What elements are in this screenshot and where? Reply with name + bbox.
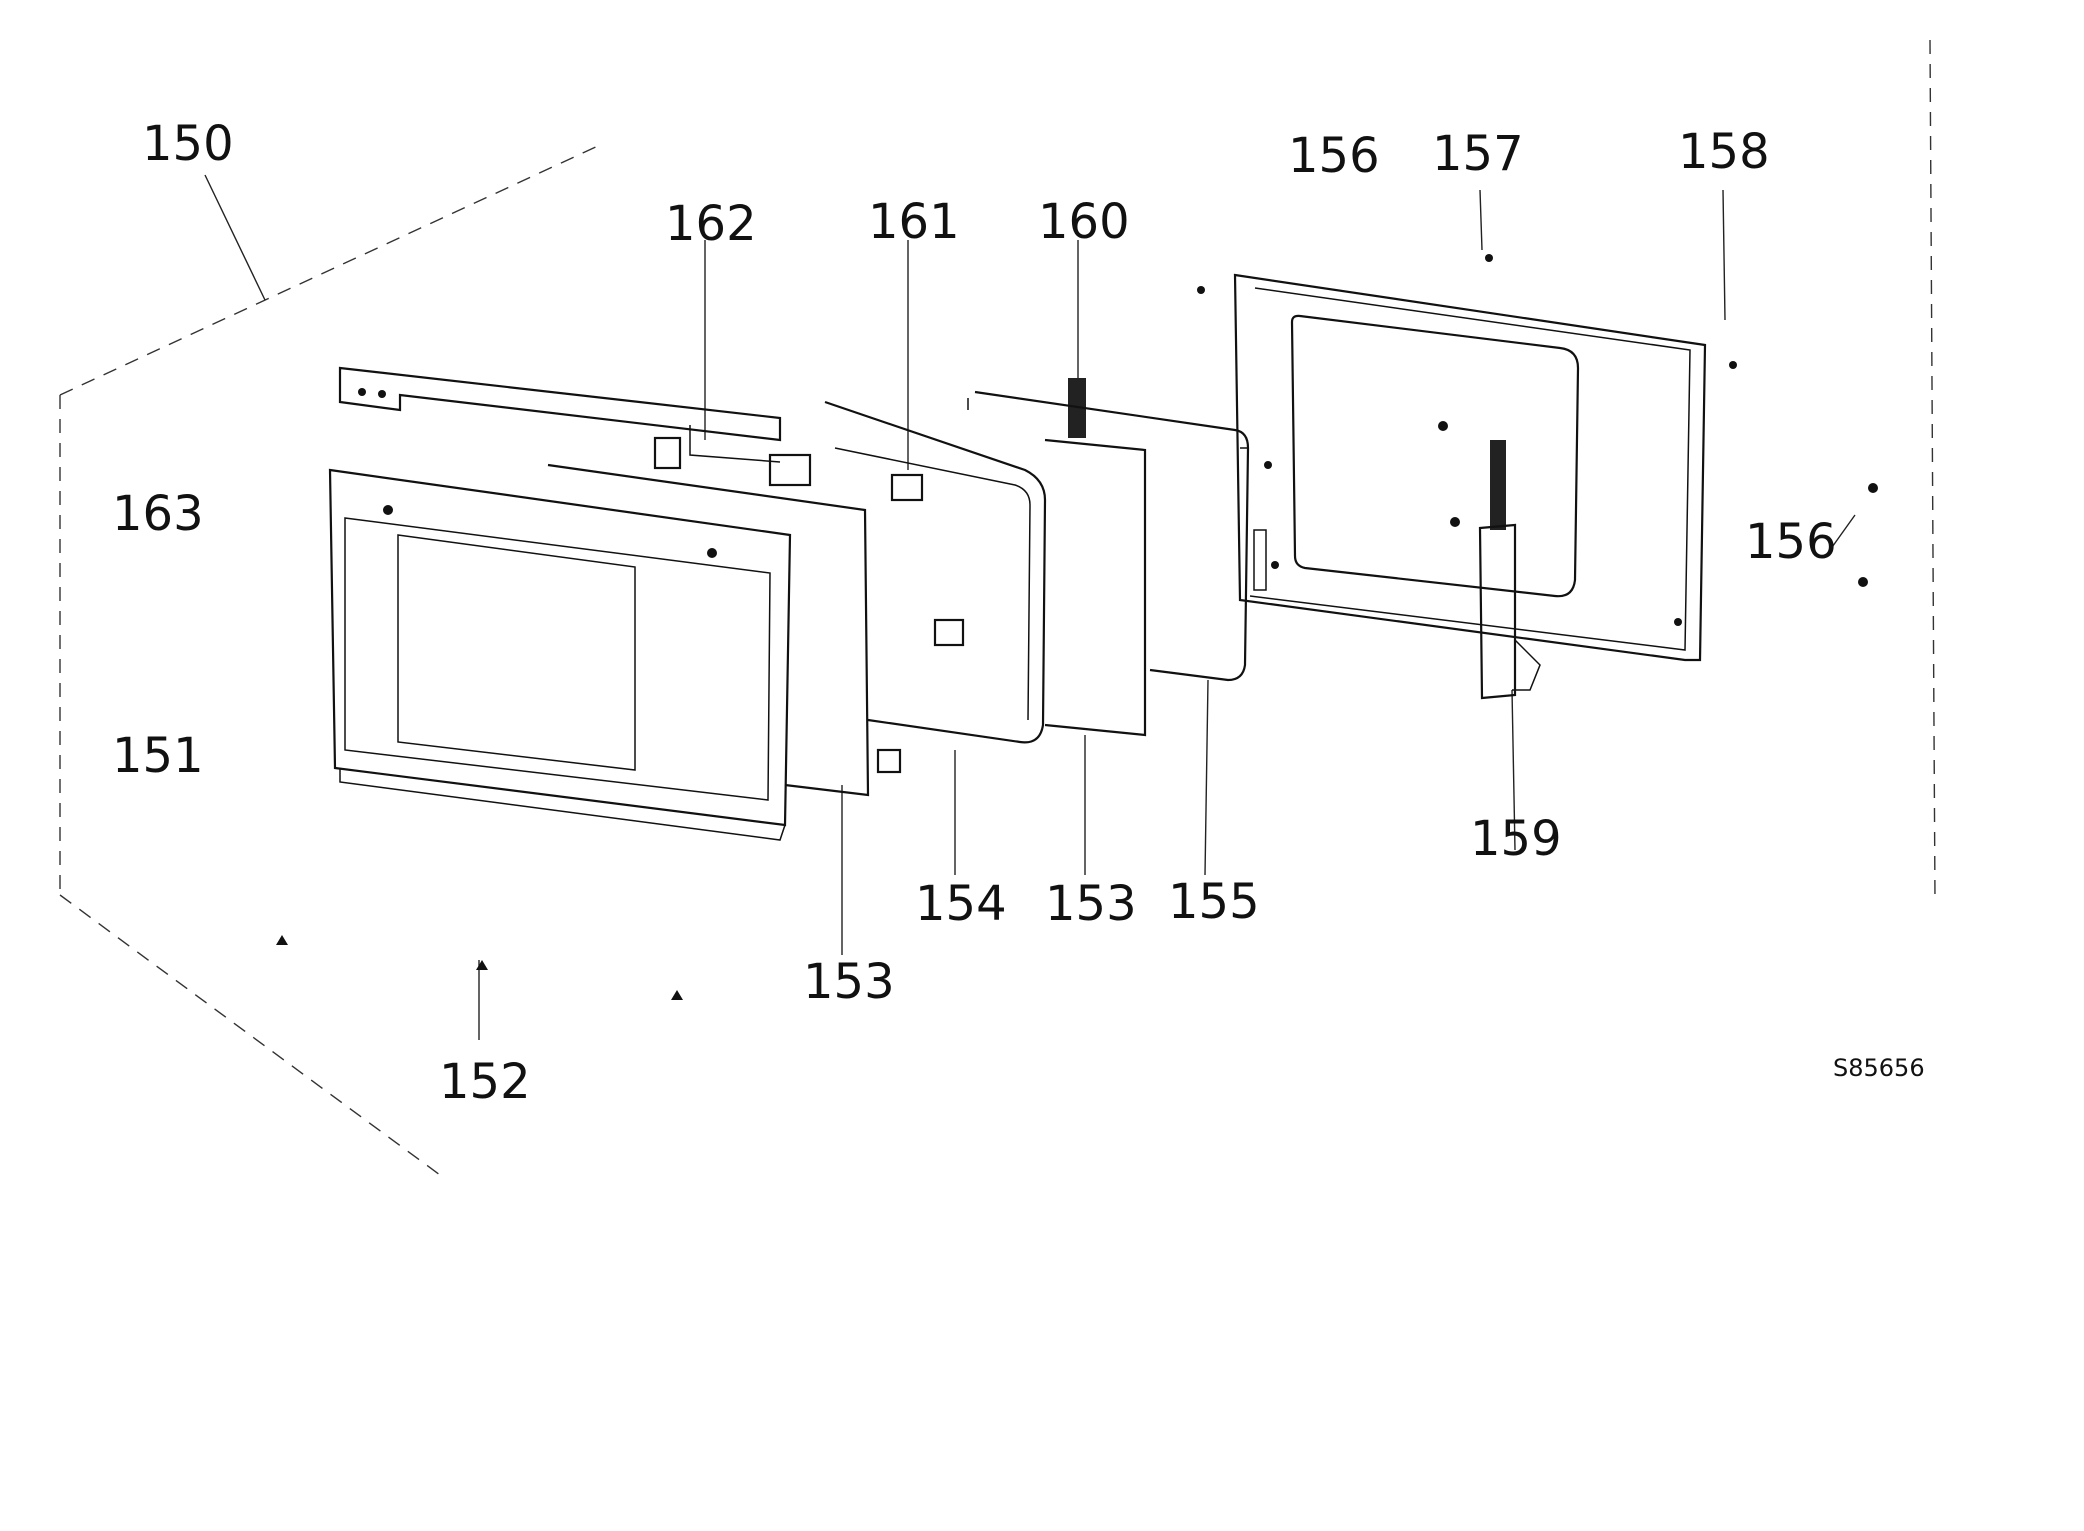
callout-161: 161 (868, 194, 960, 250)
callout-155: 155 (1168, 874, 1260, 930)
rear-glass-sheet (1044, 438, 1147, 737)
callout-159: 159 (1470, 811, 1562, 867)
screws (276, 254, 1878, 1000)
callout-150: 150 (142, 116, 234, 172)
wire-frame (967, 390, 1250, 682)
outer-glass-panel (328, 468, 792, 841)
callout-153-front: 153 (803, 954, 895, 1010)
callout-153-mid: 153 (1045, 876, 1137, 932)
callout-160: 160 (1038, 194, 1130, 250)
callout-158: 158 (1678, 124, 1770, 180)
callout-152: 152 (439, 1054, 531, 1110)
callout-162: 162 (665, 196, 757, 252)
assembly-boundary (59, 39, 1936, 1176)
callout-labels: 150 162 161 160 156 157 158 163 156 151 … (112, 116, 1925, 1110)
front-glass-sheet (547, 463, 870, 797)
drawing-reference: S85656 (1833, 1054, 1925, 1082)
callout-156-right: 156 (1745, 514, 1837, 570)
leader-lines (204, 174, 1856, 1040)
gasket-glass-panel (824, 400, 1047, 774)
callout-156-top: 156 (1288, 128, 1380, 184)
inner-door-frame (1233, 273, 1707, 662)
top-trim-strip (338, 366, 812, 487)
hinge-assembly (1478, 440, 1541, 700)
callout-151: 151 (112, 728, 204, 784)
callout-157: 157 (1432, 126, 1524, 182)
callout-154: 154 (915, 876, 1007, 932)
callout-163: 163 (112, 486, 204, 542)
